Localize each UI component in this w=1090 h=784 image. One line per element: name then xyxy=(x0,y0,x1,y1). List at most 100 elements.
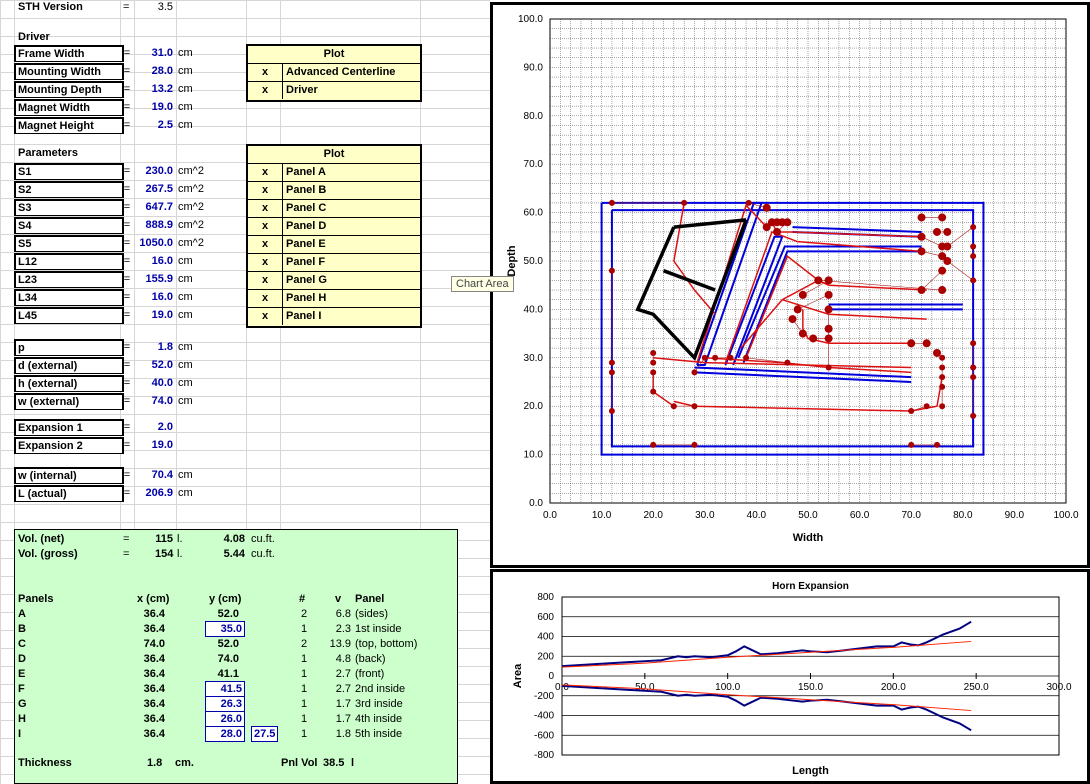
param-value[interactable]: 206.9 xyxy=(145,487,173,499)
param-value[interactable]: 1.8 xyxy=(157,341,173,353)
volume-cuft-unit: cu.ft. xyxy=(251,533,275,545)
param-label: S4 xyxy=(14,217,124,234)
param-value[interactable]: 19.0 xyxy=(151,309,173,321)
param-value[interactable]: 888.9 xyxy=(145,219,173,231)
plot-check-mark[interactable]: x xyxy=(262,202,269,214)
panel-y: 74.0 xyxy=(217,653,239,665)
plot-check-mark[interactable]: x xyxy=(262,220,269,232)
panel-volume-label: Pnl Vol xyxy=(281,757,318,769)
blue-panel-line xyxy=(724,235,784,366)
param-unit: cm xyxy=(178,273,193,285)
param-value[interactable]: 19.0 xyxy=(151,439,173,451)
equals-sign: = xyxy=(123,119,131,131)
panel-y[interactable]: 28.0 xyxy=(205,726,245,742)
plot-check-mark[interactable]: x xyxy=(262,274,269,286)
param-value[interactable]: 16.0 xyxy=(151,255,173,267)
version-value[interactable]: 3.5 xyxy=(157,1,173,13)
param-value[interactable]: 16.0 xyxy=(151,291,173,303)
centerline-node xyxy=(691,403,698,410)
param-value[interactable]: 1050.0 xyxy=(139,237,173,249)
param-label: p xyxy=(14,339,124,356)
centerline-node xyxy=(650,359,657,366)
panel-y[interactable]: 35.0 xyxy=(205,621,245,637)
equals-sign: = xyxy=(123,201,131,213)
param-value[interactable]: 28.0 xyxy=(151,65,173,77)
y-tick-label: -600 xyxy=(534,730,554,741)
plot-check-mark[interactable]: x xyxy=(262,166,269,178)
param-value[interactable]: 267.5 xyxy=(145,183,173,195)
param-value[interactable]: 2.5 xyxy=(157,119,173,131)
v-header: v xyxy=(335,593,342,605)
param-label: S5 xyxy=(14,235,124,252)
centerline-node xyxy=(701,354,708,361)
x-tick-label: 80.0 xyxy=(953,510,973,521)
equals-sign: = xyxy=(123,533,130,545)
centerline-node xyxy=(650,441,657,448)
panel-name: D xyxy=(18,653,26,665)
panel-count: 1 xyxy=(301,653,308,665)
plot-check-mark[interactable]: x xyxy=(262,238,269,250)
panel-y[interactable]: 26.3 xyxy=(205,696,245,712)
panel-y[interactable]: 26.0 xyxy=(205,711,245,727)
plot-check-mark[interactable]: x xyxy=(262,66,269,78)
param-value[interactable]: 52.0 xyxy=(151,359,173,371)
x-tick-label: 20.0 xyxy=(643,510,663,521)
blue-panel-line xyxy=(737,245,922,359)
column-line xyxy=(246,0,247,784)
param-value[interactable]: 155.9 xyxy=(145,273,173,285)
plot-check-mark[interactable]: x xyxy=(262,84,269,96)
panel-volume-value: 38.5 xyxy=(323,757,345,769)
panel-y[interactable]: 41.5 xyxy=(205,681,245,697)
centerline-node xyxy=(908,408,915,415)
param-value[interactable]: 647.7 xyxy=(145,201,173,213)
plot-check-mark[interactable]: x xyxy=(262,310,269,322)
plot-check-mark[interactable]: x xyxy=(262,256,269,268)
param-unit: cm^2 xyxy=(178,165,204,177)
param-value[interactable]: 40.0 xyxy=(151,377,173,389)
param-value[interactable]: 74.0 xyxy=(151,395,173,407)
plot-check-mark[interactable]: x xyxy=(262,292,269,304)
param-value[interactable]: 13.2 xyxy=(151,83,173,95)
equals-sign: = xyxy=(123,439,131,451)
plot-toggle-row[interactable]: x Panel G xyxy=(248,272,420,290)
x-tick-label: 50.0 xyxy=(798,510,818,521)
param-value[interactable]: 70.4 xyxy=(151,469,173,481)
param-value[interactable]: 19.0 xyxy=(151,101,173,113)
param-unit: cm xyxy=(178,377,193,389)
centerline-node xyxy=(712,354,719,361)
param-value[interactable]: 31.0 xyxy=(151,47,173,59)
driver-section-title: Driver xyxy=(18,31,50,43)
volume-liters-unit: l. xyxy=(177,533,183,545)
equals-sign: = xyxy=(123,291,131,303)
version-eq: = xyxy=(123,1,130,13)
centerline-node xyxy=(784,359,791,366)
x-axis-title: Width xyxy=(793,532,824,544)
plot-check-mark[interactable]: x xyxy=(262,184,269,196)
param-label: L23 xyxy=(14,271,124,288)
panel-extra-value[interactable]: 27.5 xyxy=(251,726,279,742)
x-tick-label: 100.0 xyxy=(1053,510,1078,521)
param-value[interactable]: 2.0 xyxy=(157,421,173,433)
centerline-node xyxy=(917,213,926,222)
plot-item-label: Panel G xyxy=(282,272,327,289)
centerline-segment xyxy=(921,270,943,291)
x-tick-label: 10.0 xyxy=(592,510,612,521)
y-tick-label: 400 xyxy=(537,632,554,643)
param-value[interactable]: 230.0 xyxy=(145,165,173,177)
volume-label: Vol. (gross) xyxy=(18,548,78,560)
panel-count: 1 xyxy=(301,698,308,710)
panel-x: 36.4 xyxy=(143,728,165,740)
centerline-segment xyxy=(947,226,974,247)
